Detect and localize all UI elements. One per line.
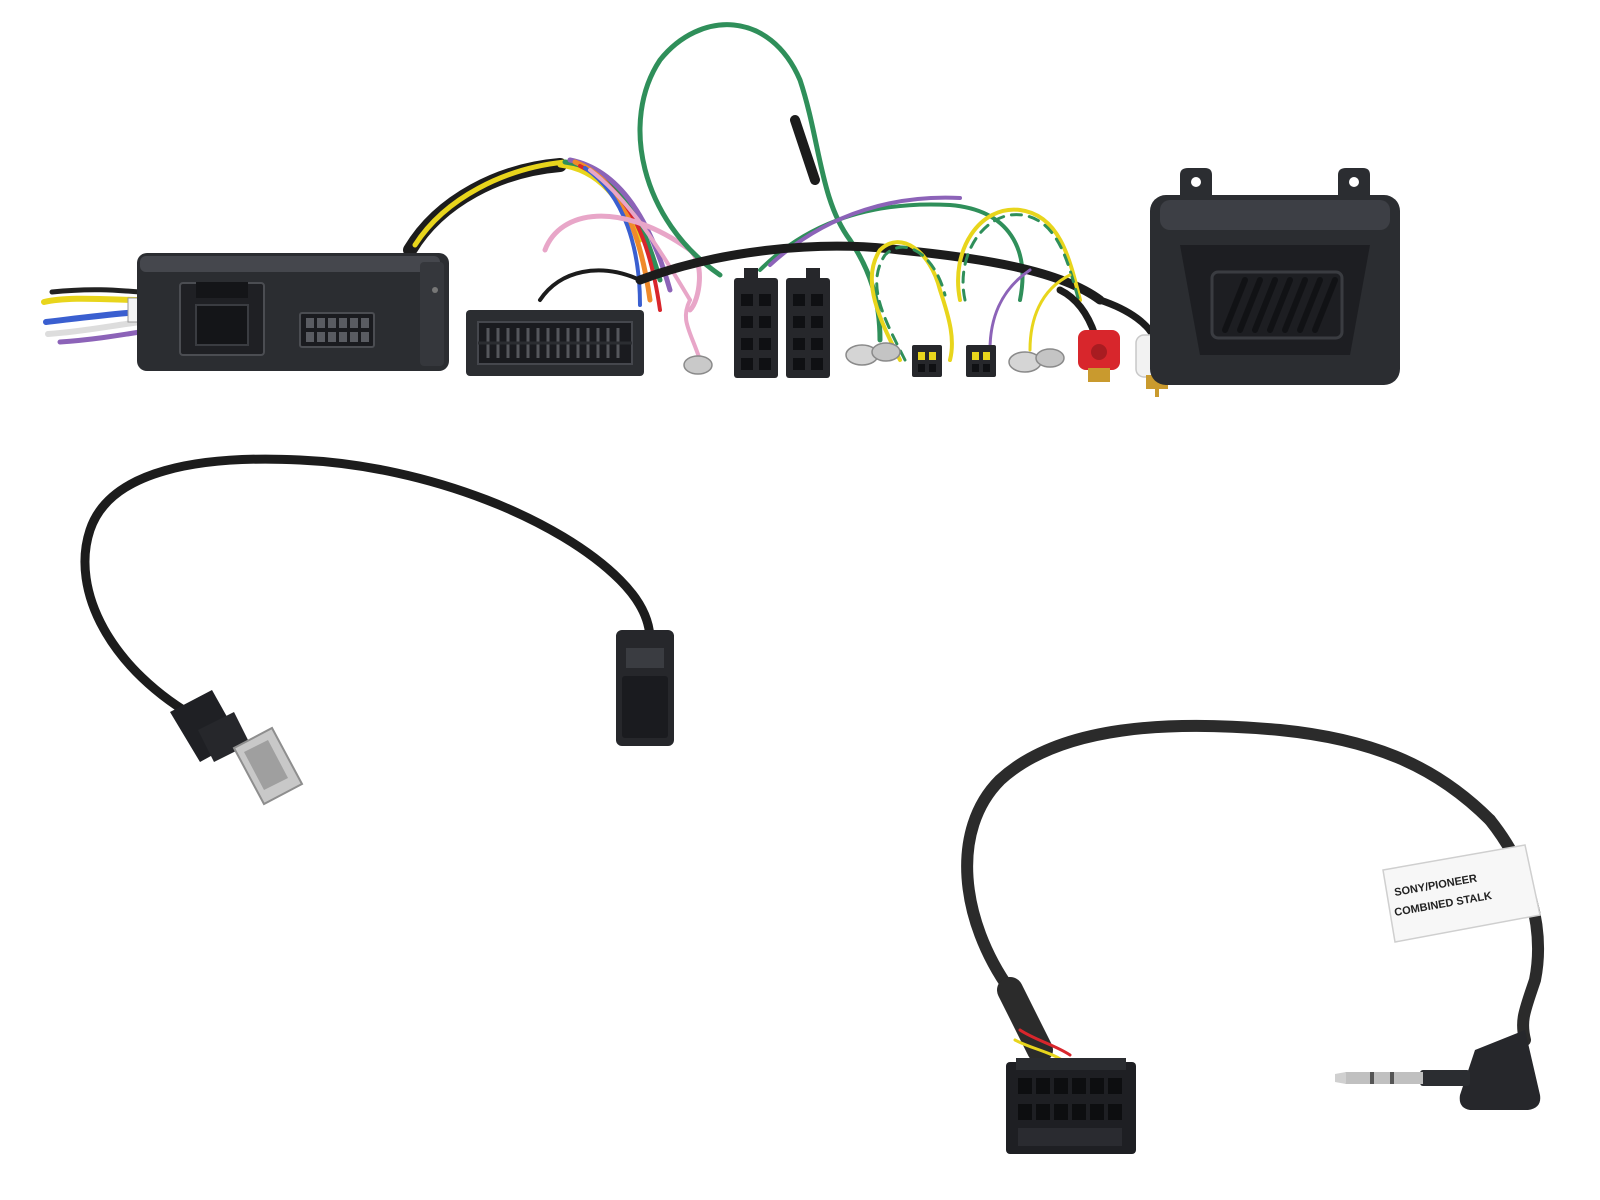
rca-plug-red [1056,286,1120,382]
cable-label-tag: SONY/PIONEER COMBINED STALK [1382,844,1541,943]
vehicle-harness-connector [466,310,644,376]
steering-interface-harness [41,22,1400,397]
speaker-module [1150,168,1400,385]
usb-adapter-cable [80,454,674,806]
stalk-adapter-cable: SONY/PIONEER COMBINED STALK [961,719,1544,1154]
interface-box [137,253,449,371]
usb-socket [616,630,674,746]
upper-wire-loom [403,157,702,313]
left-wire-bundle [41,287,147,345]
multipin-connector [997,977,1136,1154]
bullet-connectors [845,342,1065,373]
two-pin-connectors [912,345,996,377]
antenna-plug [683,298,713,375]
main-black-cable [635,241,1105,305]
jack-plug [1335,1030,1541,1110]
iso-connector-speaker [786,268,830,378]
usb-a-plug [170,690,304,806]
iso-connector-power [734,268,778,378]
twisted-wire-pairs [869,207,1082,362]
